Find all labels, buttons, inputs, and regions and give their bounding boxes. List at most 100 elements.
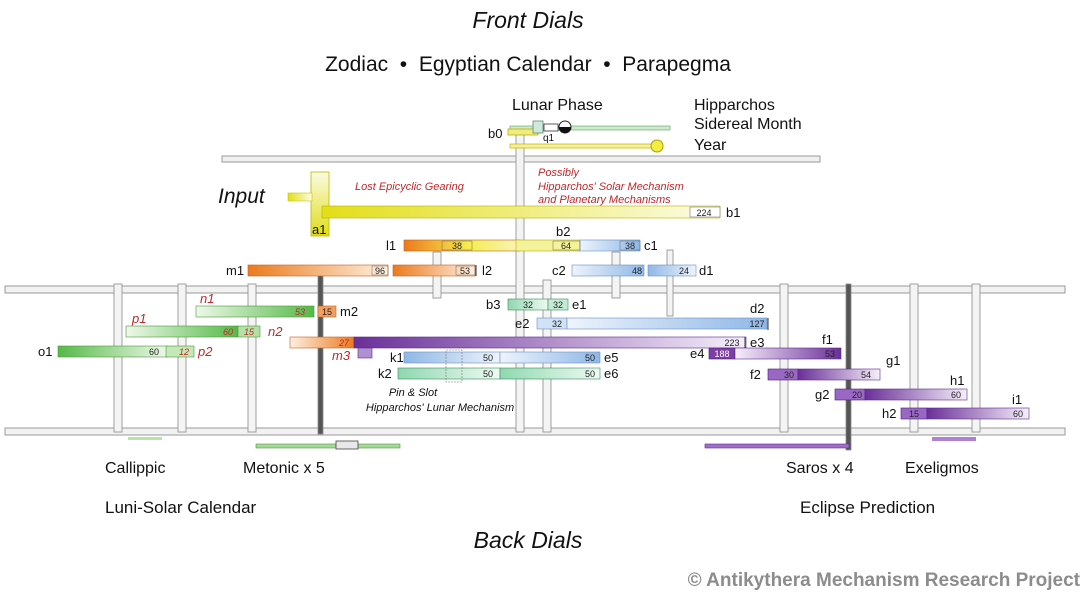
label-n2: n2 [268, 324, 283, 339]
pin-slot-note: Pin & Slot [389, 387, 438, 399]
teeth-b1: 224 [696, 208, 711, 218]
label-h1: h1 [950, 373, 964, 388]
gear-f1 [734, 347, 842, 360]
exeligmos-label: Exeligmos [905, 460, 979, 477]
label-b1: b1 [726, 205, 740, 220]
saros-label: Saros x 4 [786, 460, 854, 477]
gear-n1 [195, 305, 315, 318]
teeth-e6: 50 [585, 369, 595, 379]
label-p2: p2 [197, 344, 213, 359]
label-g1: g1 [886, 353, 900, 368]
year-pointer-ball [650, 139, 664, 153]
gear-e3 [353, 336, 747, 349]
teeth-l2: 53 [460, 266, 470, 276]
main-plate [4, 285, 1066, 294]
teeth-n1: 53 [295, 307, 305, 317]
sidereal-month-label: Sidereal Month [694, 116, 802, 133]
label-e3: e3 [750, 335, 764, 350]
teeth-e2: 32 [552, 319, 562, 329]
teeth-e5: 50 [585, 353, 595, 363]
solar-mechanism-note: Hipparchos' Solar Mechanism [538, 181, 684, 193]
q1-label: q1 [543, 133, 555, 144]
lunar-phase-label: Lunar Phase [512, 97, 603, 114]
teeth-i1: 60 [1013, 409, 1023, 419]
gear-names: a1 b1 b2 l1 c1 m1 l2 c2 d1 n1 m2 p1 n2 o… [38, 205, 1022, 421]
teeth-o1: 60 [149, 347, 159, 357]
front-dials-subtitle: Zodiac • Egyptian Calendar • Parapegma [325, 53, 731, 76]
label-d2: d2 [750, 301, 764, 316]
lost-epicyclic-note: Lost Epicyclic Gearing [355, 181, 465, 193]
teeth-c1: 38 [625, 241, 635, 251]
front-dials-title: Front Dials [472, 7, 584, 33]
teeth-d1: 24 [679, 266, 689, 276]
label-d1: d1 [699, 263, 713, 278]
label-c2: c2 [552, 263, 566, 278]
luni-solar-label: Luni-Solar Calendar [105, 498, 257, 517]
teeth-b3: 32 [523, 300, 533, 310]
label-e1: e1 [572, 297, 586, 312]
back-dials-title: Back Dials [474, 527, 583, 553]
top-assembly [507, 120, 671, 153]
callippic-label: Callippic [105, 460, 165, 477]
label-a1: a1 [312, 222, 326, 237]
b0-label: b0 [488, 126, 502, 141]
label-g2: g2 [815, 387, 829, 402]
teeth-p2: 12 [179, 347, 189, 357]
label-m2: m2 [340, 304, 358, 319]
gear-p1 [125, 325, 239, 338]
back-dial-pointers [128, 437, 976, 450]
label-n1: n1 [200, 291, 214, 306]
label-c1: c1 [644, 238, 658, 253]
gear-n2 [237, 325, 261, 338]
teeth-f2: 30 [784, 370, 794, 380]
planetary-mechanism-note: and Planetary Mechanisms [538, 194, 671, 206]
gear-d1 [647, 264, 697, 277]
teeth-g2: 20 [852, 390, 862, 400]
gear-h1 [864, 388, 968, 401]
teeth-e4: 188 [714, 349, 729, 359]
hipparchos-label: Hipparchos [694, 97, 775, 114]
metonic-label: Metonic x 5 [243, 460, 325, 477]
label-m1: m1 [226, 263, 244, 278]
label-e6: e6 [604, 366, 618, 381]
gear-m1 [247, 264, 389, 277]
teeth-g1: 54 [861, 370, 871, 380]
gear-e1 [547, 298, 569, 311]
lunar-mechanism-note: Hipparchos' Lunar Mechanism [366, 402, 514, 414]
label-e2: e2 [515, 316, 529, 331]
label-l2: l2 [482, 263, 492, 278]
input-label: Input [218, 185, 266, 208]
teeth-e1: 32 [553, 300, 563, 310]
tooth-counts: 224 38 64 38 96 53 48 24 53 15 60 15 60 … [149, 208, 1023, 419]
gear-i1 [926, 407, 1030, 420]
teeth-c2: 48 [632, 266, 642, 276]
label-b3: b3 [486, 297, 500, 312]
teeth-l1: 38 [452, 241, 462, 251]
teeth-m1: 96 [375, 266, 385, 276]
label-i1: i1 [1012, 392, 1022, 407]
teeth-h1: 60 [951, 390, 961, 400]
teeth-m2: 15 [322, 307, 332, 317]
label-b2: b2 [556, 224, 570, 239]
teeth-b2: 64 [561, 241, 571, 251]
label-f1: f1 [822, 332, 833, 347]
gear-p2 [165, 345, 195, 358]
year-label: Year [694, 137, 727, 154]
teeth-d2: 127 [749, 319, 764, 329]
label-k1: k1 [390, 350, 404, 365]
teeth-h2: 15 [909, 409, 919, 419]
eclipse-prediction-label: Eclipse Prediction [800, 498, 935, 517]
label-h2: h2 [882, 406, 896, 421]
copyright: © Antikythera Mechanism Research Project [688, 570, 1081, 591]
label-o1: o1 [38, 344, 52, 359]
teeth-e3: 223 [724, 338, 739, 348]
label-l1: l1 [386, 238, 396, 253]
label-m3: m3 [332, 348, 351, 363]
teeth-m3: 27 [338, 338, 350, 348]
gear-b1 [321, 205, 721, 219]
gear-m2 [317, 305, 337, 318]
gear-a1 [287, 192, 313, 202]
gear-d2 [566, 317, 768, 330]
